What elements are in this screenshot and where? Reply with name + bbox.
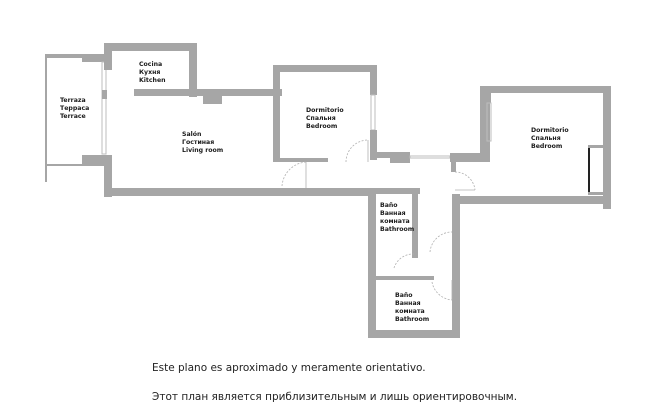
- room-label-kitchen: Cocina Кухня Kitchen: [139, 61, 166, 85]
- label-line: Terrace: [60, 113, 86, 120]
- room-label-bathroom-2: Baño Ванная комната Bathroom: [395, 292, 429, 324]
- label-line: Ванная: [380, 210, 406, 217]
- label-line: Спальня: [531, 135, 561, 142]
- floor-plan-drawing: [45, 43, 611, 338]
- label-line: Baño: [395, 292, 413, 299]
- bathroom-walls: [368, 188, 460, 338]
- label-line: комната: [395, 308, 425, 315]
- label-line: Salón: [182, 131, 202, 138]
- label-line: Bedroom: [306, 123, 338, 130]
- bedroom1-walls: [273, 65, 451, 163]
- label-line: комната: [380, 218, 410, 225]
- disclaimer-russian: Этот план является приблизительным и лиш…: [152, 391, 518, 403]
- label-line: Living room: [182, 147, 224, 154]
- label-line: Kitchen: [139, 77, 166, 84]
- label-line: Bathroom: [395, 316, 430, 323]
- label-line: Спальня: [306, 115, 336, 122]
- room-label-terrace: Terraza Терраса Terrace: [60, 97, 89, 121]
- room-label-bathroom-1: Baño Ванная комната Bathroom: [380, 202, 414, 234]
- label-line: Cocina: [139, 61, 163, 68]
- label-line: Терраса: [60, 105, 90, 112]
- bedroom2-walls: [452, 86, 611, 209]
- label-line: Terraza: [60, 97, 86, 104]
- label-line: Кухня: [139, 69, 161, 76]
- label-line: Baño: [380, 202, 398, 209]
- room-label-living: Salón Гостиная Living room: [182, 131, 223, 155]
- label-line: Гостиная: [182, 139, 215, 146]
- label-line: Dormitorio: [306, 107, 344, 114]
- terrace-windows: [101, 61, 107, 155]
- living-kitchen-walls: [104, 43, 374, 197]
- terrace-walls: [45, 54, 105, 182]
- label-line: Ванная: [395, 300, 421, 307]
- label-line: Bedroom: [531, 143, 563, 150]
- label-line: Dormitorio: [531, 127, 569, 134]
- disclaimer-spanish: Este plano es aproximado y meramente ori…: [152, 362, 426, 374]
- label-line: Bathroom: [380, 226, 415, 233]
- door-swings: [281, 139, 476, 301]
- hall-walls: [450, 86, 490, 334]
- room-label-bedroom-2: Dormitorio Спальня Bedroom: [531, 127, 569, 151]
- room-label-bedroom-1: Dormitorio Спальня Bedroom: [306, 107, 344, 131]
